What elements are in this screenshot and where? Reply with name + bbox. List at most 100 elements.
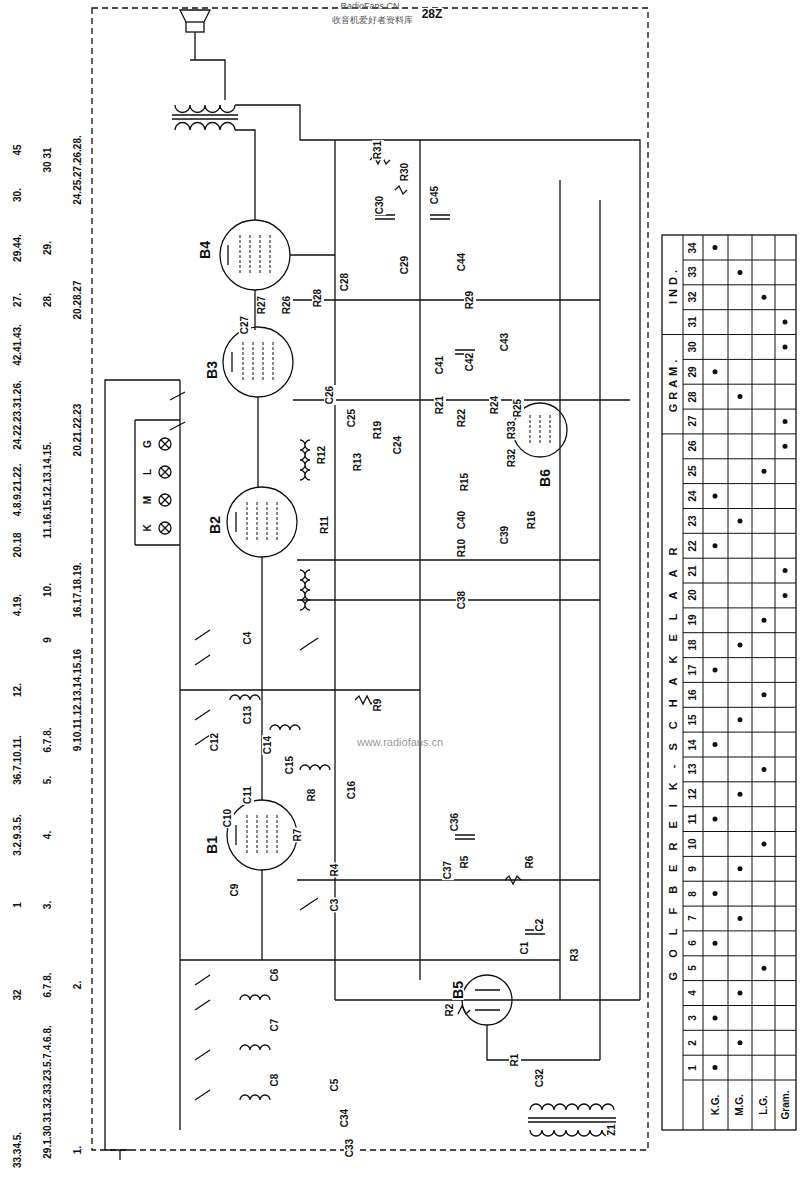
terminal-list: 29.44. — [12, 233, 24, 263]
part-label: C12 — [209, 732, 221, 752]
table-row-header: Gram. — [780, 1090, 792, 1121]
resistor-symbol — [355, 156, 521, 1014]
part-label: C1 — [519, 941, 531, 956]
table-column-number: 2 — [687, 1039, 699, 1047]
part-label: C14 — [262, 735, 274, 755]
power-transformer — [528, 1104, 616, 1136]
table-column-number: 7 — [687, 915, 699, 923]
table-column-number: 5 — [687, 964, 699, 972]
part-label: C3 — [329, 898, 341, 913]
tube-label: B3 — [206, 360, 218, 380]
part-label: C27 — [239, 315, 251, 335]
part-label: R33 — [506, 420, 518, 440]
table-column-number: 33 — [687, 266, 699, 279]
part-label: R16 — [526, 510, 538, 530]
transformer-coil — [175, 105, 235, 113]
table-row-header: M.G. — [734, 1093, 746, 1117]
tube-symbol — [227, 487, 297, 557]
part-label: C37 — [442, 860, 454, 880]
part-label: R1 — [509, 1053, 521, 1068]
transformer-core — [172, 115, 238, 119]
part-label: C16 — [346, 780, 358, 800]
part-label: R26 — [281, 295, 293, 315]
part-label: R30 — [399, 162, 411, 182]
terminal-list: 10. — [42, 582, 54, 598]
table-column-number: 8 — [687, 890, 699, 898]
terminal-list: 20.18 — [12, 531, 24, 558]
tube-grids — [247, 502, 277, 542]
part-label: C8 — [269, 1073, 281, 1088]
part-label: C7 — [269, 1018, 281, 1033]
speaker-cone — [180, 10, 210, 22]
terminal-list: 3.2.9.3.5. — [12, 813, 24, 857]
part-label: C45 — [429, 185, 441, 205]
speaker-symbol — [186, 22, 204, 32]
part-label: C13 — [242, 705, 254, 725]
tube-label: B5 — [452, 980, 464, 1000]
terminal-list: 6.7.8. — [42, 726, 54, 753]
lamp-cross — [161, 440, 169, 532]
tube-symbol — [220, 220, 290, 290]
terminal-list: 2. — [72, 980, 84, 990]
tube-electrodes — [228, 245, 500, 1010]
terminal-list: 24.22.23.31.26. — [12, 379, 24, 451]
table-column-number: 16 — [687, 688, 699, 701]
table-column-number: 27 — [687, 415, 699, 428]
part-label: R8 — [306, 788, 318, 803]
terminal-list: 24.25.27.26.28. — [72, 134, 84, 206]
tube-label: B1 — [206, 835, 218, 855]
tube-label: B6 — [539, 468, 551, 488]
terminal-list: 29. — [42, 240, 54, 256]
table-column-number: 28 — [687, 390, 699, 403]
part-label: R29 — [464, 290, 476, 310]
part-label: R24 — [489, 395, 501, 415]
aerial-coil — [240, 995, 270, 1100]
part-label: R19 — [372, 420, 384, 440]
table-column-number: 31 — [687, 316, 699, 329]
lamp-letter: G — [142, 439, 154, 449]
part-label: R15 — [459, 472, 471, 492]
part-label: C25 — [346, 408, 358, 428]
table-column-number: 17 — [687, 663, 699, 676]
part-label: C41 — [434, 355, 446, 375]
terminal-list: 3. — [42, 900, 54, 910]
watermark: www.radiofans.cn — [356, 736, 444, 748]
part-label: C32 — [534, 1068, 546, 1088]
switch-table — [662, 235, 796, 1130]
table-column-number: 22 — [687, 539, 699, 552]
table-column-number: 32 — [687, 291, 699, 304]
oscillator-coil — [230, 695, 330, 770]
terminal-list: 4. — [42, 830, 54, 840]
tube-label: B2 — [209, 515, 221, 535]
part-label: C40 — [456, 510, 468, 530]
part-label: C6 — [269, 968, 281, 983]
transformer-coil — [175, 123, 235, 130]
table-heading: IND. — [667, 265, 679, 305]
part-label: R31 — [372, 140, 384, 160]
part-label: C29 — [399, 255, 411, 275]
table-heading: GRAM. — [667, 355, 679, 414]
table-column-number: 30 — [687, 340, 699, 353]
part-label: C5 — [329, 1078, 341, 1093]
table-column-number: 13 — [687, 763, 699, 776]
part-label: C36 — [449, 812, 461, 832]
table-column-number: 6 — [687, 940, 699, 948]
terminal-list: 12. — [12, 682, 24, 698]
table-column-number: 12 — [687, 788, 699, 801]
table-column-number: 3 — [687, 1014, 699, 1022]
table-column-number: 21 — [687, 564, 699, 577]
part-label: R4 — [329, 863, 341, 878]
part-label: R21 — [434, 395, 446, 415]
part-label: R7 — [292, 828, 304, 843]
terminal-list: 28. — [42, 292, 54, 308]
terminal-list: 45 — [12, 143, 24, 156]
part-label: C9 — [229, 883, 241, 898]
watermark: 收音机爱好者资料库 — [331, 14, 414, 26]
part-label: C39 — [499, 525, 511, 545]
terminal-list: 30. — [12, 187, 24, 203]
table-column-number: 24 — [687, 489, 699, 502]
terminal-list: 27. — [12, 292, 24, 308]
terminal-list: 32 — [12, 988, 24, 1001]
table-column-number: 15 — [687, 713, 699, 726]
part-label: R11 — [319, 515, 331, 535]
